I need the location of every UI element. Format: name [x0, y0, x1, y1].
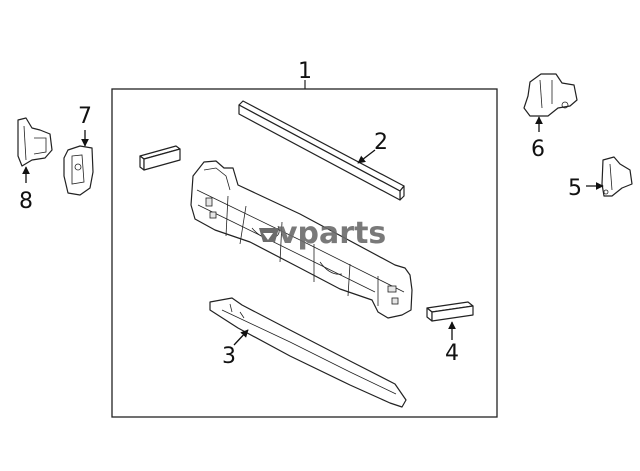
part-6-bracket[interactable]	[523, 73, 578, 117]
callout-2-arrow	[357, 149, 376, 164]
watermark-text: vparts	[278, 216, 386, 251]
part-4-block[interactable]	[426, 301, 474, 322]
callout-4: 4	[445, 341, 459, 366]
callout-5: 5	[568, 176, 582, 201]
part-8-bracket[interactable]	[17, 117, 53, 167]
part-7-bracket[interactable]	[63, 145, 94, 196]
callout-6: 6	[531, 137, 545, 162]
part-2-seal-strip[interactable]	[238, 100, 405, 201]
callout-8: 8	[19, 189, 33, 214]
callout-7: 7	[78, 104, 92, 129]
part-3-lower-member[interactable]	[209, 297, 407, 408]
callout-3: 3	[222, 344, 236, 369]
part-5-bracket[interactable]	[601, 156, 633, 197]
callout-2: 2	[374, 130, 388, 155]
bracket-block	[139, 145, 181, 171]
watermark-logo: vparts	[259, 216, 386, 251]
callout-1: 1	[298, 59, 312, 84]
radiator-support	[190, 160, 413, 319]
callout-3-arrow	[233, 329, 249, 346]
